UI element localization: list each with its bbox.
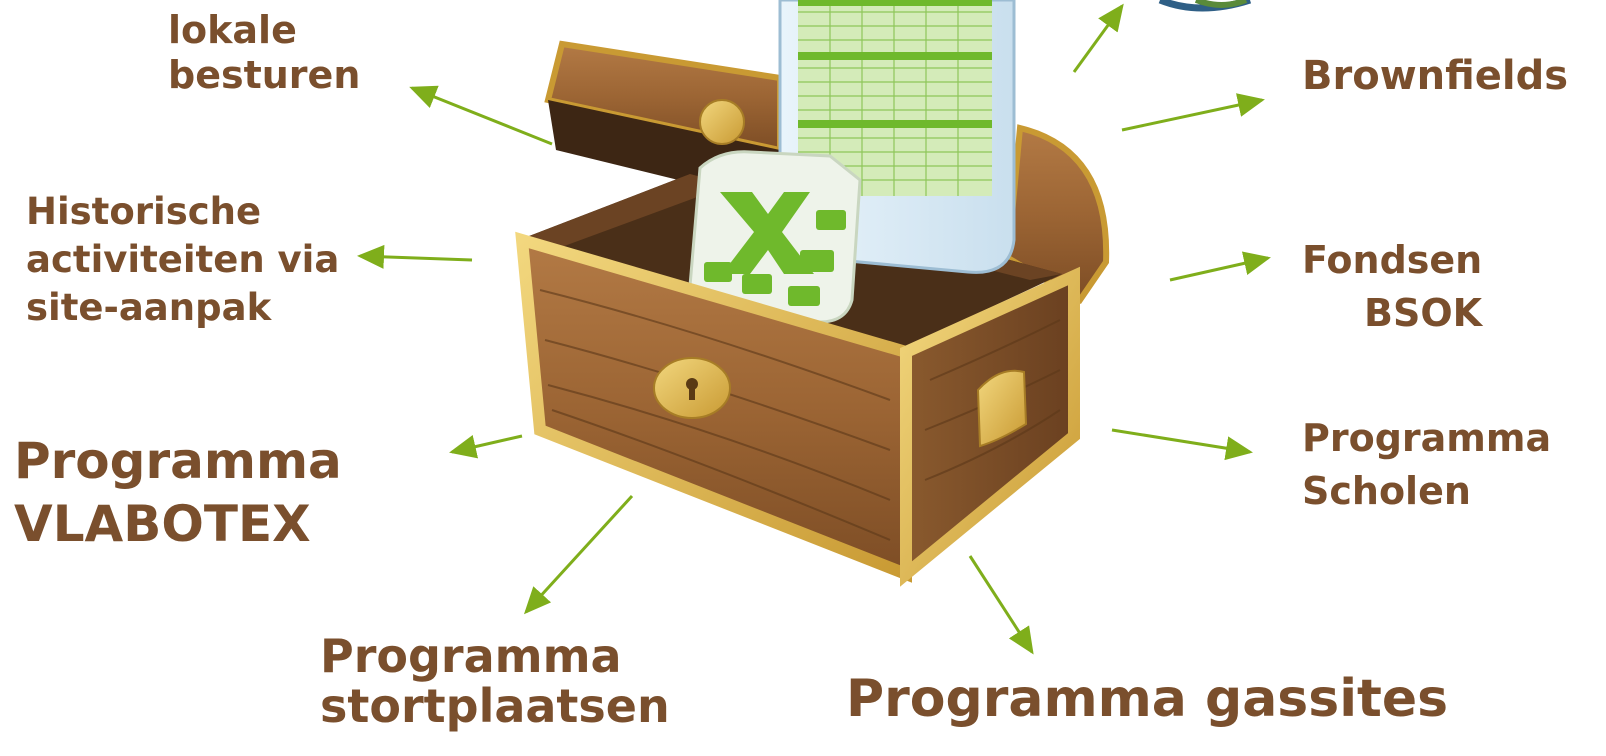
arrow-to-gassites bbox=[970, 556, 1032, 652]
arrow-to-logo bbox=[1074, 6, 1122, 72]
label-programma-gassites: Programma gassites bbox=[846, 668, 1448, 730]
label-line: Fondsen bbox=[1302, 234, 1482, 287]
label-brownfields: Brownfields bbox=[1302, 52, 1568, 100]
label-programma-stortplaatsen: Programma stortplaatsen bbox=[320, 632, 670, 731]
arrow-to-historische bbox=[360, 256, 472, 260]
arrow-to-scholen bbox=[1112, 430, 1250, 452]
arrow-to-lokale bbox=[412, 88, 552, 144]
label-line: stortplaatsen bbox=[320, 682, 670, 732]
label-line: besturen bbox=[168, 53, 360, 98]
label-fondsen-bsok: Fondsen BSOK bbox=[1302, 234, 1482, 340]
label-line: site-aanpak bbox=[26, 284, 339, 332]
arrow-to-stortplaatsen bbox=[526, 496, 632, 612]
label-line: Programma bbox=[14, 430, 342, 493]
label-line: Programma bbox=[320, 632, 670, 682]
label-line: BSOK bbox=[1302, 287, 1482, 340]
label-line: Programma bbox=[1302, 412, 1551, 465]
label-historische-activiteiten: Historische activiteiten via site-aanpak bbox=[26, 188, 339, 332]
label-line: Historische bbox=[26, 188, 339, 236]
label-programma-vlabotex: Programma VLABOTEX bbox=[14, 430, 342, 555]
arrow-to-brownfields bbox=[1122, 100, 1262, 130]
label-line: activiteiten via bbox=[26, 236, 339, 284]
logo-fragment bbox=[1160, 0, 1250, 8]
label-line: Scholen bbox=[1302, 465, 1551, 518]
label-programma-scholen: Programma Scholen bbox=[1302, 412, 1551, 518]
arrow-to-fondsen bbox=[1170, 258, 1268, 280]
label-line: VLABOTEX bbox=[14, 493, 342, 556]
label-lokale-besturen: lokale besturen bbox=[168, 8, 360, 98]
arrow-to-vlabotex bbox=[452, 436, 522, 452]
label-line: lokale bbox=[168, 8, 360, 53]
